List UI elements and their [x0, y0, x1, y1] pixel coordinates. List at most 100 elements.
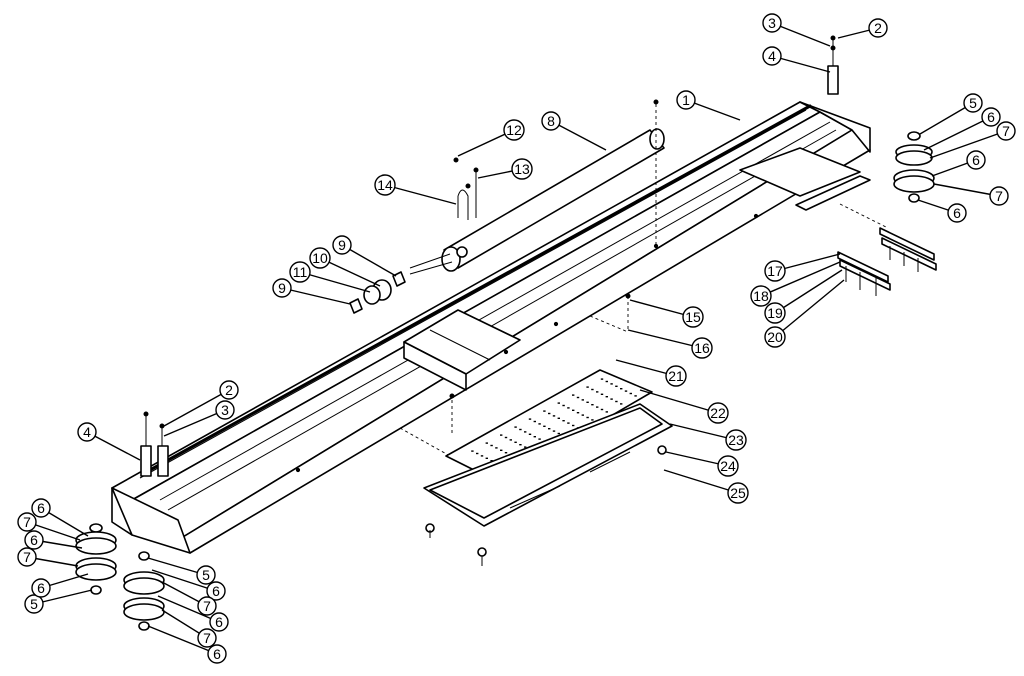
plate-slot	[586, 416, 589, 419]
plate-slot	[562, 404, 565, 407]
plate-slot	[538, 438, 541, 440]
wheel-stack-left-a	[75, 523, 117, 595]
callout: 14	[374, 174, 457, 205]
plate-slot	[480, 455, 484, 457]
callout-label: 12	[506, 122, 522, 138]
left-posts	[140, 411, 169, 477]
callout: 4	[762, 46, 831, 73]
roller-tube	[409, 128, 665, 275]
plate-slot	[557, 402, 560, 404]
plate-slot	[548, 412, 551, 415]
callout-label: 6	[213, 646, 221, 662]
callout: 6	[31, 573, 89, 598]
callout: 23	[669, 423, 747, 451]
plate-slot	[572, 409, 575, 411]
plate-slot	[576, 396, 580, 399]
shaft-hardware	[349, 271, 406, 314]
plate-slot	[552, 415, 556, 417]
right-post	[827, 35, 839, 95]
callout-label: 15	[685, 309, 701, 325]
plate-slot	[495, 447, 498, 449]
callout-label: 17	[767, 263, 783, 279]
plate-slot	[485, 442, 488, 444]
callout-label: 6	[212, 583, 220, 599]
plate-slot	[605, 411, 608, 413]
callout: 5	[919, 93, 983, 135]
plate-slot	[600, 393, 604, 395]
callout: 7	[17, 512, 81, 541]
callout-label: 10	[312, 250, 328, 266]
plate-slot	[576, 412, 580, 414]
callout-label: 7	[23, 549, 31, 565]
callout: 7	[161, 581, 217, 616]
plate-slot	[476, 452, 479, 455]
callout-layer: 1 2 2 3 3 4 4 5 5 5 6 6 6 6 6 6 6 6 6 7 …	[17, 13, 1016, 664]
plate-slot	[581, 414, 584, 416]
callout-label: 3	[768, 15, 776, 31]
callout: 3	[163, 400, 235, 437]
plate-slot	[533, 436, 536, 438]
callout: 22	[639, 389, 729, 424]
callout-label: 6	[30, 532, 38, 548]
callout-label: 16	[694, 340, 710, 356]
callout: 19	[764, 269, 843, 324]
plate-slot	[538, 423, 541, 425]
plate-slot	[572, 424, 575, 427]
callout-label: 2	[874, 20, 882, 36]
callout: 3	[762, 13, 831, 47]
wheel-stack-left-b	[123, 551, 165, 631]
callout: 15	[629, 299, 704, 328]
callout-label: 7	[995, 188, 1003, 204]
callout: 6	[917, 199, 967, 223]
plate-slot	[596, 391, 599, 393]
plate-slot	[504, 436, 508, 439]
wheel-stack-right	[893, 131, 935, 203]
callout: 11	[289, 261, 371, 293]
callout-label: 3	[221, 402, 229, 418]
callout: 10	[309, 247, 381, 287]
plate-slot	[620, 403, 623, 405]
callout: 20	[764, 279, 845, 348]
plate-slot	[610, 383, 613, 385]
callout: 6	[931, 150, 986, 177]
callout-label: 7	[203, 630, 211, 646]
plate-slot	[528, 418, 532, 420]
plate-slot	[509, 439, 512, 441]
callout: 9	[272, 278, 351, 305]
plate-slot	[605, 396, 608, 398]
plate-slot	[572, 394, 575, 396]
callout-label: 7	[23, 514, 31, 530]
plate-slot	[485, 457, 488, 459]
callout: 12	[457, 119, 525, 157]
callout-label: 21	[668, 368, 684, 384]
right-bracket-bars	[837, 227, 937, 296]
callout-label: 6	[972, 152, 980, 168]
plate-slot	[600, 378, 604, 380]
callout-label: 7	[1002, 123, 1010, 139]
plate-slot	[528, 433, 532, 435]
callout: 6	[24, 530, 83, 550]
plate-slot	[567, 422, 570, 424]
plate-slot	[581, 399, 584, 401]
callout: 7	[161, 609, 217, 648]
callout: 18	[750, 261, 841, 307]
callout-label: 6	[37, 580, 45, 596]
callout-label: 2	[225, 382, 233, 398]
plate-slot	[591, 388, 594, 391]
callout-label: 6	[953, 205, 961, 221]
plate-slot	[514, 441, 517, 443]
plate-slot	[504, 452, 508, 454]
plate-slot	[562, 420, 565, 422]
plate-slot	[567, 407, 570, 409]
plate-slot	[471, 450, 474, 452]
callout: 6	[923, 107, 1001, 151]
callout-label: 9	[338, 237, 346, 253]
callout: 6	[151, 569, 226, 601]
callout-label: 18	[753, 288, 769, 304]
callout: 25	[663, 469, 749, 504]
plate-slot	[620, 388, 623, 390]
callout: 6	[147, 625, 227, 664]
callout-label: 5	[969, 95, 977, 111]
callout-label: 4	[83, 424, 91, 440]
callout-label: 5	[30, 596, 38, 612]
